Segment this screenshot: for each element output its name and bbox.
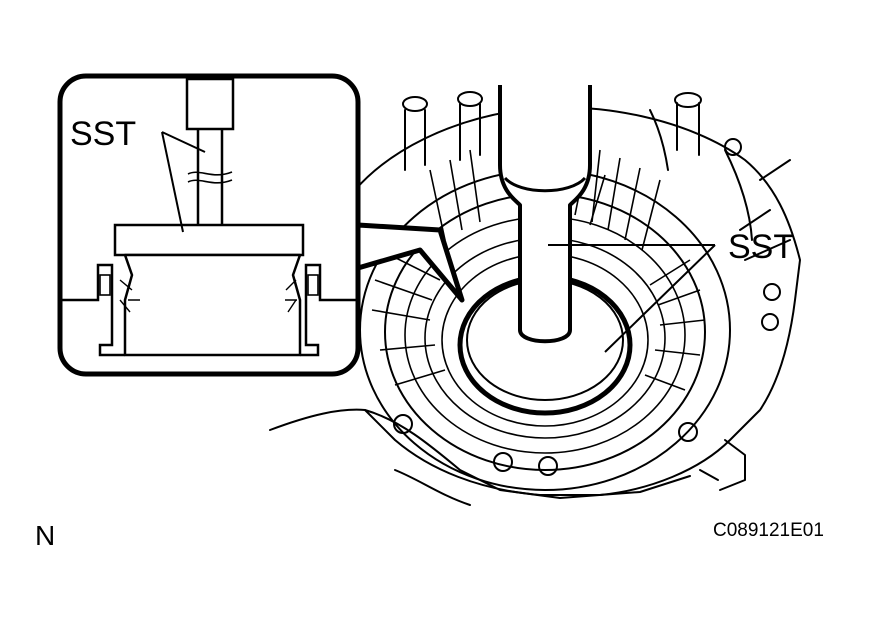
transmission-housing [269,91,801,506]
inset-detail [57,73,465,377]
main-leader-lines [548,244,716,353]
inset-sst-label: SST [70,115,136,153]
sst-press-rod [498,85,592,344]
inset-leader-line [161,131,206,153]
figure-code: C089121E01 [713,520,824,541]
inset-leader-line [161,131,184,233]
main-sst-label: SST [728,228,794,266]
orientation-mark: N [35,520,55,551]
